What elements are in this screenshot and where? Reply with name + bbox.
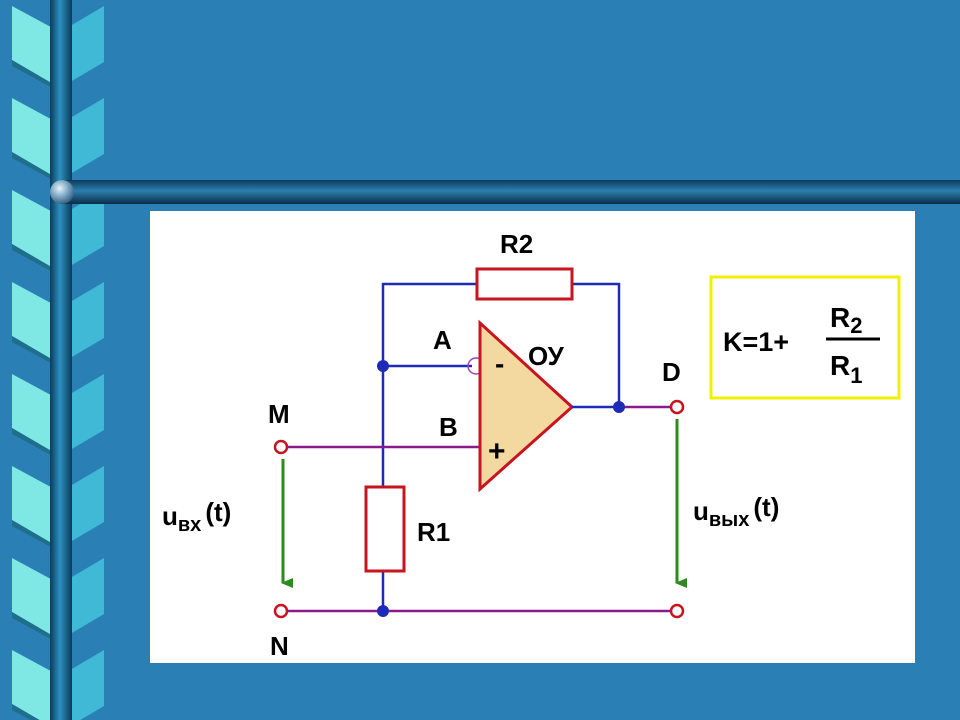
node-m-label: M xyxy=(268,399,290,429)
opamp-label: ОУ xyxy=(528,341,565,371)
opamp-plus-sign: + xyxy=(488,435,506,468)
output-voltage-label: uвых(t) xyxy=(693,492,779,531)
terminal-d xyxy=(669,399,685,415)
feedback-wire-right xyxy=(572,282,621,407)
input-voltage-label: uвх(t) xyxy=(162,497,231,536)
node-n-label: N xyxy=(270,631,289,661)
terminal-n xyxy=(273,603,289,619)
node-a-label: A xyxy=(433,325,452,355)
resistor-r2 xyxy=(475,267,574,301)
formula-numerator: R2 xyxy=(830,302,862,338)
node-b-label: B xyxy=(439,412,458,442)
resistor-r1-label: R1 xyxy=(417,517,450,547)
opamp-triangle xyxy=(478,319,575,493)
formula-denominator: R1 xyxy=(830,350,862,388)
decorative-bar xyxy=(50,180,960,204)
node-dot xyxy=(377,605,389,617)
terminal-m xyxy=(273,439,289,455)
circuit-diagram: R2 R1 - + ОУ A B D M N xyxy=(162,229,901,661)
node-dot xyxy=(613,401,625,413)
terminal-output-ground xyxy=(669,603,685,619)
resistor-r1 xyxy=(364,485,406,573)
circuit-panel: R2 R1 - + ОУ A B D M N xyxy=(150,211,915,663)
formula-lhs: K=1+ xyxy=(723,327,789,357)
opamp-minus-sign: - xyxy=(495,348,504,379)
feedback-wire xyxy=(381,282,477,366)
resistor-r2-label: R2 xyxy=(500,229,533,259)
decorative-ribbon xyxy=(0,0,110,720)
node-d-label: D xyxy=(662,357,681,387)
node-dot xyxy=(377,360,389,372)
